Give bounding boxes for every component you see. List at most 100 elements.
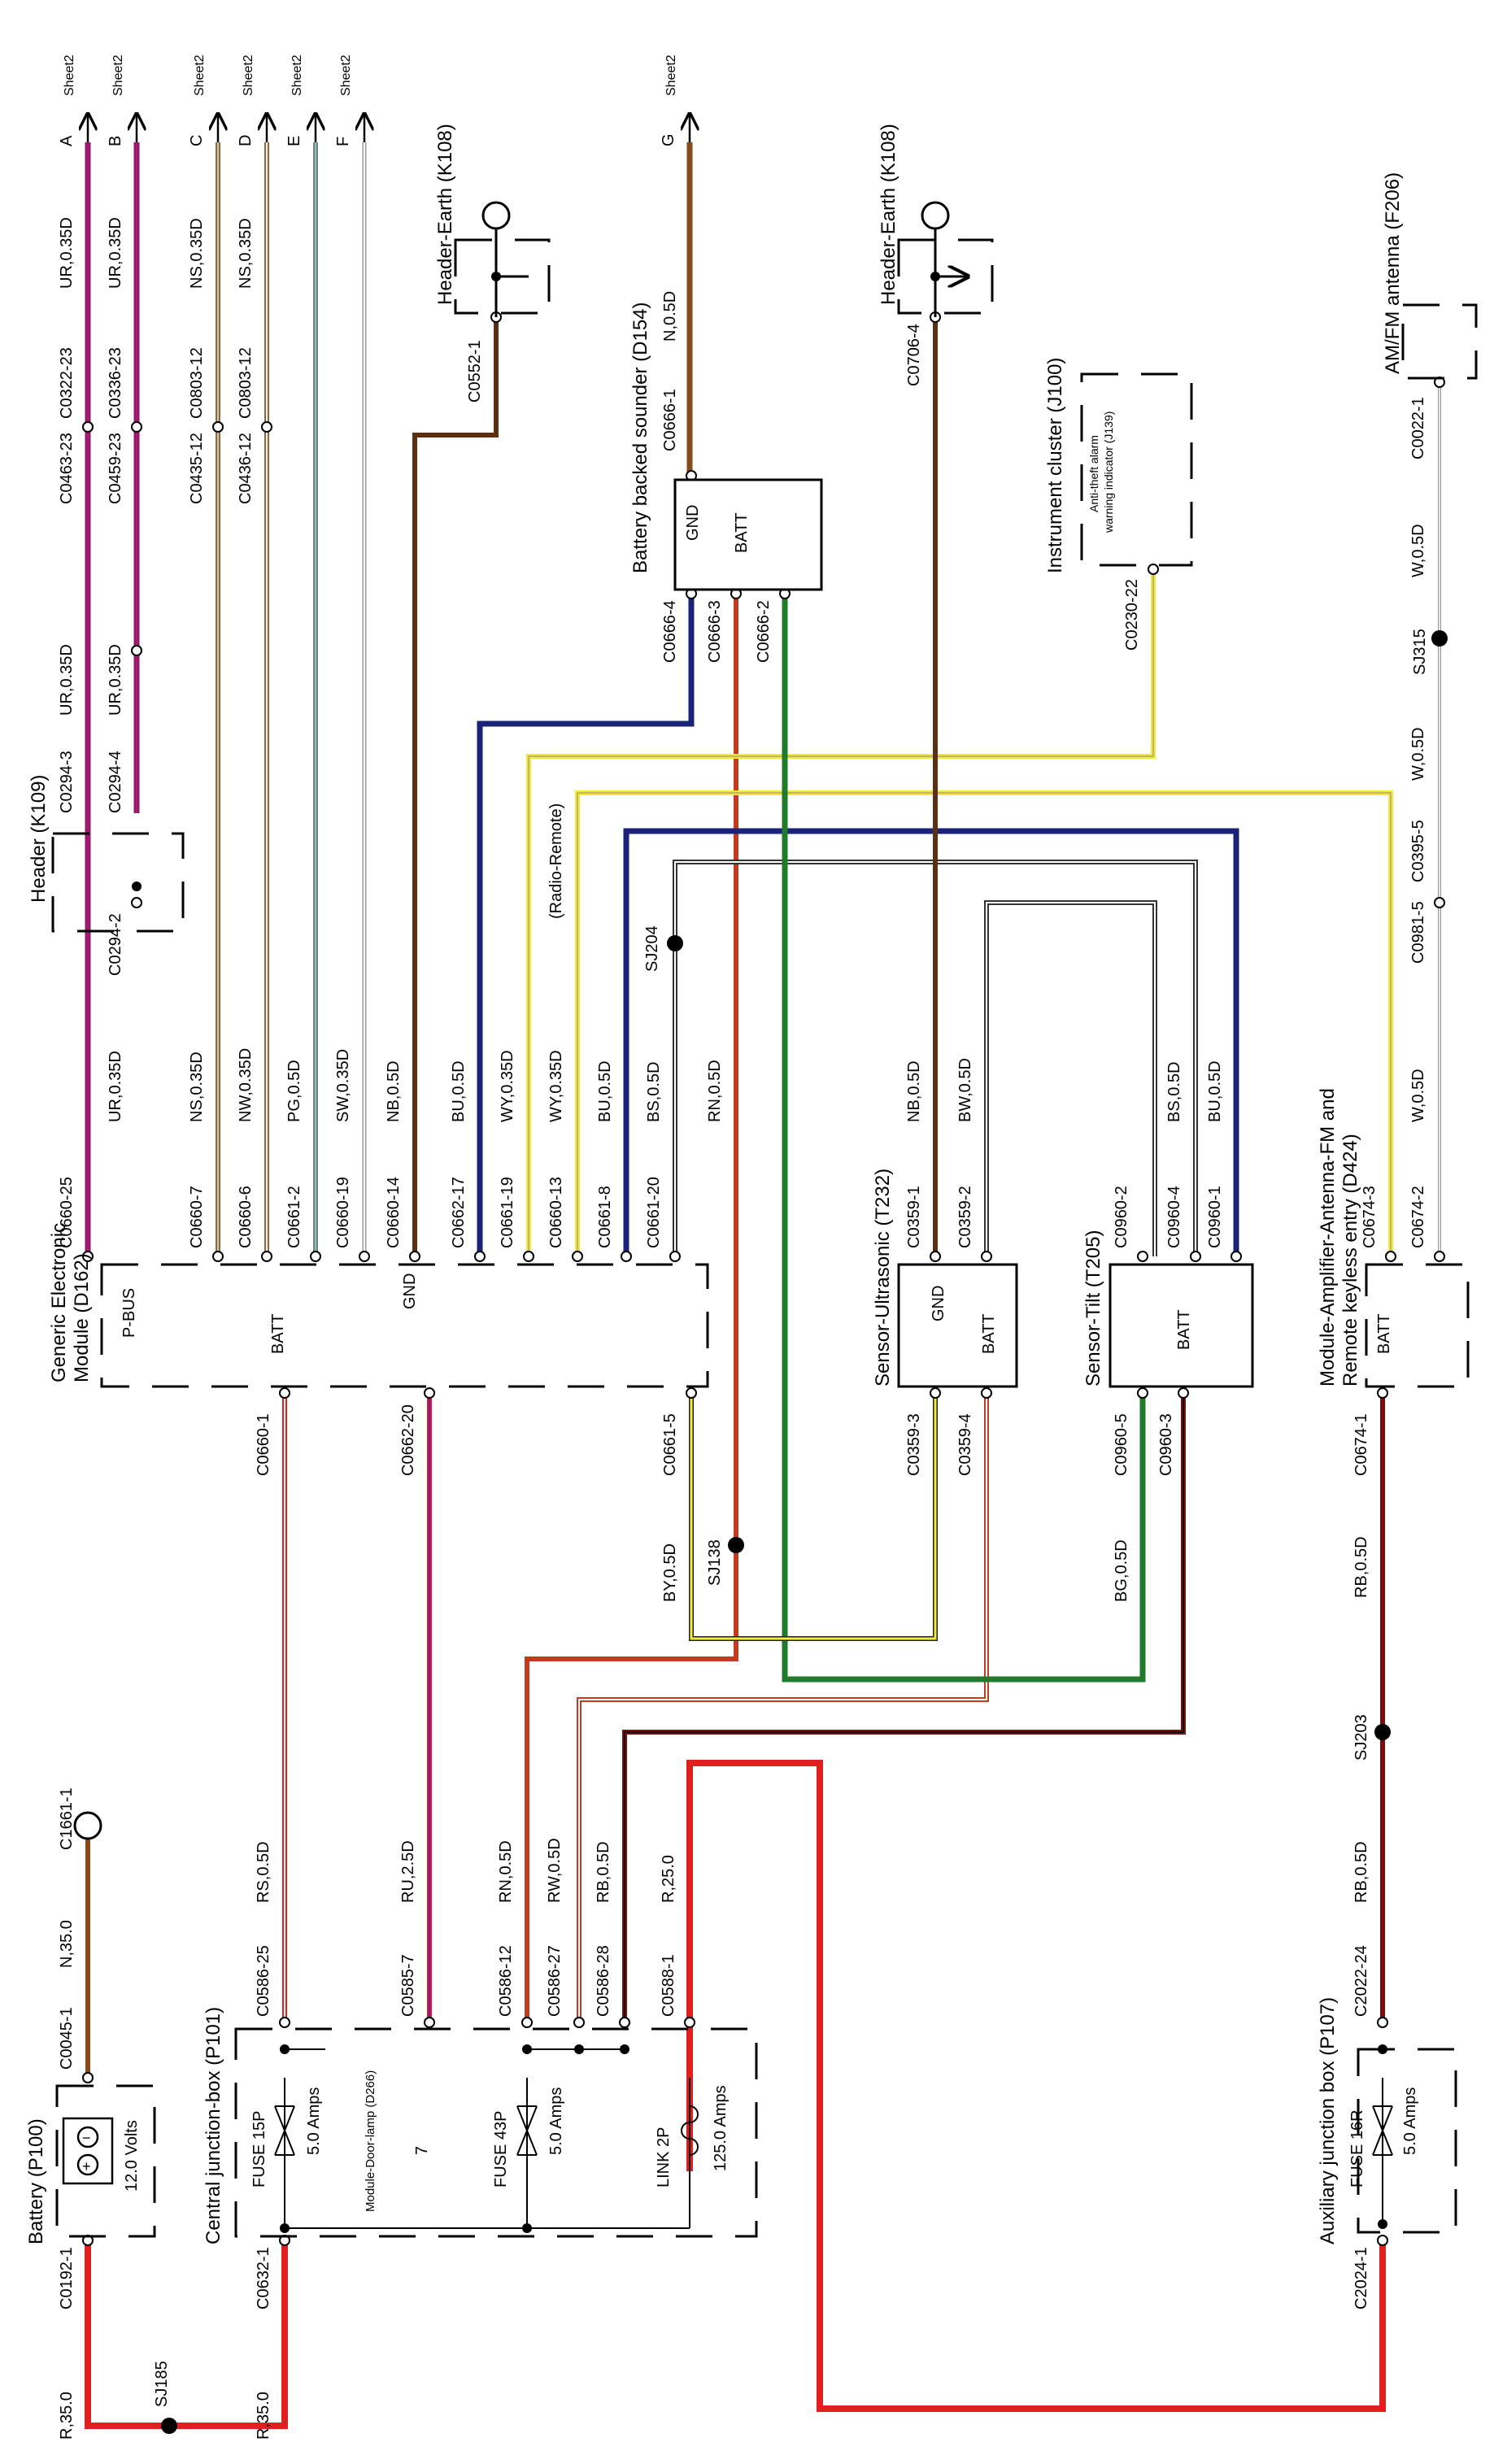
conn-c0192-1: C0192-1 bbox=[58, 2247, 76, 2309]
antenna-name: AM/FM antenna (F206) bbox=[1382, 172, 1404, 374]
link2-label: LINK 2P bbox=[655, 2127, 673, 2188]
tilt-batt: BATT bbox=[1175, 1309, 1193, 1350]
door-lamp-label: Module-Door-lamp (D266) bbox=[364, 2070, 377, 2212]
splice-sj204 bbox=[667, 935, 683, 951]
sheet-f-letter: F bbox=[334, 137, 352, 146]
gem-batt: BATT bbox=[269, 1313, 287, 1354]
amplifier-batt: BATT bbox=[1375, 1313, 1393, 1354]
earth2-outline bbox=[897, 238, 994, 315]
conn-c0803-12-a: C0803-12 bbox=[188, 347, 206, 419]
wire-label-ns-d: NS,0.35D bbox=[237, 218, 255, 289]
conn-c0662-20: C0662-20 bbox=[399, 1404, 417, 1476]
sj185-label: SJ185 bbox=[153, 2361, 171, 2407]
wire-label-bg-tilt: BG,0.5D bbox=[1113, 1539, 1130, 1602]
conn-c0230-22: C0230-22 bbox=[1123, 579, 1141, 651]
ajb-name: Auxiliary junction box (P107) bbox=[1317, 1997, 1339, 2244]
fuse15-amps: 5.0 Amps bbox=[305, 2087, 323, 2155]
conn-c0660-19: C0660-19 bbox=[334, 1177, 352, 1248]
wire-label-w05-c: W,0.5D bbox=[1409, 1069, 1427, 1122]
wire-label-r35-a: R,35.0 bbox=[58, 2392, 76, 2440]
amplifier-outline bbox=[1365, 1263, 1470, 1388]
earth-k108-b bbox=[921, 201, 950, 230]
conn-c0960-3: C0960-3 bbox=[1157, 1413, 1175, 1476]
wire-label-rw05: RW,0.5D bbox=[546, 1838, 564, 1903]
conn-c0661-5: C0661-5 bbox=[661, 1413, 679, 1476]
ultrasonic-batt: BATT bbox=[980, 1313, 998, 1354]
battery-minus: − bbox=[82, 2130, 91, 2146]
conn-c0588-1: C0588-1 bbox=[660, 1954, 677, 2017]
splice-sj203 bbox=[1374, 1724, 1391, 1740]
indicator-label-2: warning indicator (J139) bbox=[1102, 411, 1115, 533]
connector-pins bbox=[82, 311, 1445, 2246]
conn-c0666-3: C0666-3 bbox=[706, 600, 724, 663]
conn-c2024-1: C2024-1 bbox=[1352, 2247, 1370, 2309]
sheet-e-letter: E bbox=[285, 136, 303, 146]
sheet-arrows bbox=[88, 114, 690, 142]
wire-label-sw-gem: SW,0.35D bbox=[334, 1049, 352, 1122]
wire-label-w05-a: W,0.5D bbox=[1409, 524, 1427, 577]
sheet-a-letter: A bbox=[58, 135, 76, 146]
wires bbox=[85, 142, 1441, 2429]
conn-c0022-1: C0022-1 bbox=[1409, 397, 1427, 459]
sheet-g-label: Sheet2 bbox=[664, 54, 678, 96]
conn-c0666-2: C0666-2 bbox=[755, 600, 773, 663]
conn-c0359-1: C0359-1 bbox=[905, 1186, 923, 1248]
wire-label-nw-gem: NW,0.35D bbox=[237, 1048, 255, 1122]
sheet-f-label: Sheet2 bbox=[339, 54, 353, 96]
conn-c0552-1: C0552-1 bbox=[466, 340, 484, 403]
conn-c0660-6: C0660-6 bbox=[237, 1186, 255, 1248]
conn-c0586-25: C0586-25 bbox=[255, 1945, 272, 2017]
conn-c0436-12: C0436-12 bbox=[237, 433, 255, 504]
conn-c0585-7: C0585-7 bbox=[399, 1954, 417, 2017]
fuse16-amps: 5.0 Amps bbox=[1401, 2087, 1419, 2155]
battery-symbol bbox=[62, 2117, 114, 2185]
fuse43-label: FUSE 43P bbox=[492, 2111, 510, 2188]
wire-label-wy-gem1: WY,0.35D bbox=[499, 1050, 516, 1122]
wire-label-ru25: RU,2.5D bbox=[399, 1840, 417, 1903]
link2-amps: 125.0 Amps bbox=[712, 2085, 730, 2171]
wire-label-ur-gem: UR,0.35D bbox=[107, 1051, 124, 1122]
wire-battery-feed bbox=[85, 2240, 288, 2429]
ultrasonic-box bbox=[897, 1263, 1018, 1388]
wire-wy-radio bbox=[575, 790, 1393, 1256]
wire-label-rb05-cjb: RB,0.5D bbox=[595, 1841, 612, 1903]
sheet-c-label: Sheet2 bbox=[193, 54, 207, 96]
wire-by bbox=[689, 1393, 938, 1641]
earth2-name: Header-Earth (K108) bbox=[878, 124, 899, 305]
cjb-outline bbox=[234, 2027, 758, 2238]
solid-components bbox=[673, 478, 1254, 1388]
instrument-outline bbox=[1080, 372, 1193, 567]
sheet-b-label: Sheet2 bbox=[111, 54, 125, 96]
conn-c0660-25: C0660-25 bbox=[58, 1177, 76, 1248]
gem-pbus: P-BUS bbox=[120, 1288, 138, 1338]
conn-c0706-4: C0706-4 bbox=[905, 324, 923, 386]
wire-label-pg-gem: PG,0.5D bbox=[285, 1060, 303, 1122]
splice-sj185 bbox=[161, 2418, 177, 2434]
wire-label-n35: N,35.0 bbox=[58, 1920, 76, 1968]
junction-dots bbox=[132, 272, 1387, 2233]
antenna-outline bbox=[1401, 303, 1478, 380]
wire-nb-earth bbox=[412, 317, 499, 1256]
conn-c0586-28: C0586-28 bbox=[595, 1945, 612, 2017]
wire-label-rn05-cjb: RN,0.5D bbox=[497, 1840, 515, 1903]
door-lamp-pin: 7 bbox=[413, 2146, 431, 2155]
conn-c0661-19: C0661-19 bbox=[499, 1177, 516, 1248]
battery-plus: + bbox=[82, 2158, 91, 2175]
amplifier-name-2: Remote keyless entry (D424) bbox=[1339, 1134, 1361, 1387]
conn-c0660-14: C0660-14 bbox=[385, 1177, 403, 1248]
wire-label-ur-b2: UR,0.35D bbox=[107, 644, 124, 716]
fuse15-label: FUSE 15P bbox=[250, 2111, 268, 2188]
wire-label-nb-gem: NB,0.5D bbox=[385, 1060, 403, 1122]
sounder-box bbox=[673, 478, 823, 591]
wire-label-rb05-ajb-a: RB,0.5D bbox=[1352, 1841, 1370, 1903]
gem-name-2: Module (D162) bbox=[71, 1253, 93, 1382]
fuse-symbols bbox=[274, 2048, 1393, 2229]
sheet-g-letter: G bbox=[660, 133, 677, 146]
conn-c0661-2: C0661-2 bbox=[285, 1186, 303, 1248]
earth-c1661 bbox=[73, 1811, 102, 1840]
conn-c0045-1: C0045-1 bbox=[58, 2007, 76, 2070]
wire-label-bs-gem: BS,0.5D bbox=[645, 1062, 663, 1122]
component-outlines bbox=[51, 238, 1478, 2238]
wire-bu-tilt bbox=[623, 828, 1239, 1256]
